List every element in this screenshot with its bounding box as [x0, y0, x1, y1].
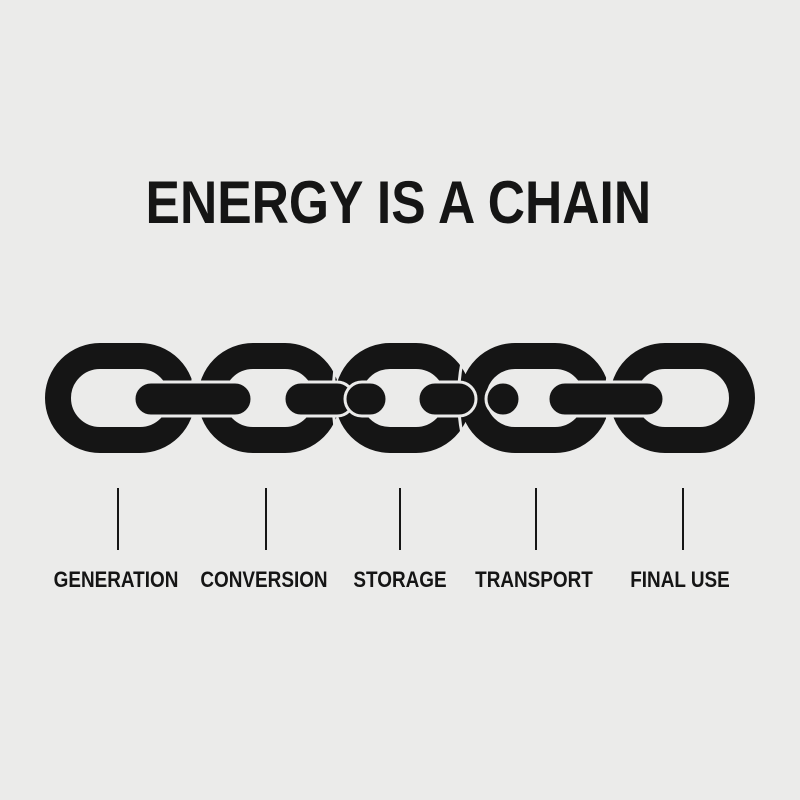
chain-icon	[45, 343, 755, 453]
stage-label-transport: TRANSPORT	[475, 567, 593, 592]
stage-tick-final-use	[682, 488, 684, 550]
stage-tick-storage	[399, 488, 401, 550]
stage-tick-conversion	[265, 488, 267, 550]
stage-tick-transport	[535, 488, 537, 550]
stage-label-generation: GENERATION	[53, 567, 179, 592]
page-title: ENERGY IS A CHAIN	[145, 169, 652, 236]
chain-bar-1	[132, 380, 254, 418]
stage-tick-generation	[117, 488, 119, 550]
chain-bar-4	[416, 380, 478, 418]
chain-bar-5	[484, 380, 522, 418]
stage-label-conversion: CONVERSION	[200, 567, 328, 592]
chain-bar-6	[546, 380, 666, 418]
chain-bar-3	[343, 380, 389, 418]
stage-label-final-use: FINAL USE	[630, 567, 730, 592]
stage-label-storage: STORAGE	[353, 567, 447, 592]
